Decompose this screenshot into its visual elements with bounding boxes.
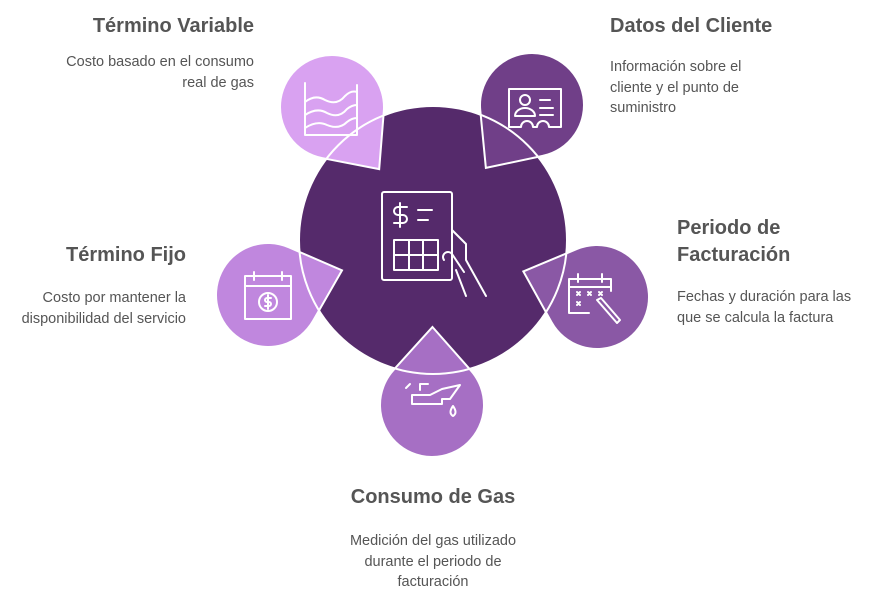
node-description-termino-fijo: Costo por mantener la disponibilidad del…	[21, 290, 186, 327]
area-chart-icon	[304, 82, 358, 136]
oil-can-icon	[405, 383, 461, 417]
calendar-pen-icon	[568, 273, 621, 324]
node-description-datos-cliente: Información sobre el cliente y el punto …	[610, 59, 742, 116]
node-description-consumo-gas: Medición del gas utilizado durante el pe…	[349, 533, 517, 590]
node-consumo-gas	[379, 325, 485, 458]
calendar-dollar-icon	[244, 271, 292, 320]
node-title-consumo-gas: Consumo de Gas	[350, 486, 516, 508]
id-card-icon	[508, 88, 562, 128]
node-title-datos-cliente: Datos del Cliente	[610, 15, 773, 37]
center-circle-outline	[298, 105, 568, 375]
node-termino-fijo	[215, 242, 344, 348]
node-description-termino-variable: Costo basado en el consumo real de gas	[66, 54, 254, 91]
node-title-periodo-facturacion: Periodo de Facturación	[677, 217, 791, 266]
invoice-hand-icon	[381, 191, 487, 297]
node-description-periodo-facturacion: Fechas y duración para las que se calcul…	[677, 289, 852, 326]
node-title-termino-fijo: Término Fijo	[66, 244, 186, 266]
node-title-termino-variable: Término Variable	[92, 15, 254, 37]
